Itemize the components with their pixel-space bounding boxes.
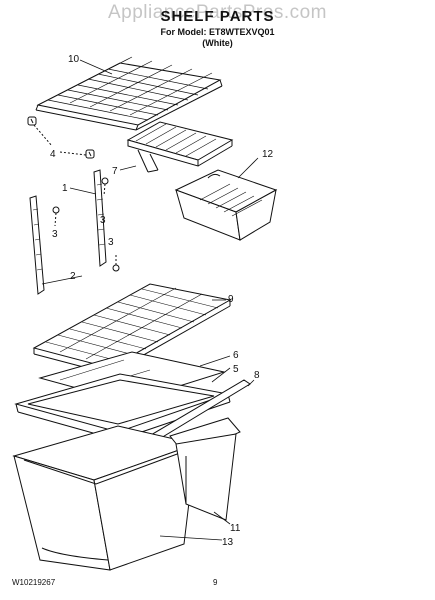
shelf-rail-left <box>29 195 45 295</box>
screw-c <box>112 255 120 272</box>
callout-7: 7 <box>112 166 118 177</box>
callout-11: 11 <box>230 523 241 534</box>
callout-3b: 3 <box>52 229 58 240</box>
page-number: 9 <box>213 578 218 587</box>
callout-12: 12 <box>262 149 274 160</box>
callout-2: 2 <box>70 271 76 282</box>
callout-13: 13 <box>222 537 234 548</box>
callout-3c: 3 <box>108 237 114 248</box>
crisper-drawer-left <box>12 425 198 571</box>
callout-1: 1 <box>62 183 68 194</box>
callout-10: 10 <box>68 54 80 65</box>
wire-shelf-top <box>35 56 223 131</box>
deli-pan <box>174 169 278 241</box>
screw-b <box>52 206 60 227</box>
leader-lines <box>41 59 259 541</box>
model-line: For Model: ET8WTEXVQ01 <box>160 27 275 37</box>
callout-5: 5 <box>233 364 239 375</box>
shelf-rail-right <box>93 169 107 267</box>
screw-a <box>101 177 109 197</box>
crisper-drawer-right <box>169 417 241 521</box>
small-glass-shelf <box>126 121 234 173</box>
callout-3a: 3 <box>100 215 106 226</box>
shelf-support-lower <box>85 149 95 159</box>
callout-8: 8 <box>254 370 260 381</box>
page-title: SHELF PARTS <box>160 8 275 25</box>
color-line: (White) <box>202 38 233 48</box>
callout-9: 9 <box>228 294 234 305</box>
shelf-support-upper <box>27 116 37 126</box>
callout-4: 4 <box>50 149 56 160</box>
callout-6: 6 <box>233 350 239 361</box>
watermark: AppliancePartsPros.com <box>107 2 328 23</box>
document-number: W10219267 <box>12 578 56 587</box>
